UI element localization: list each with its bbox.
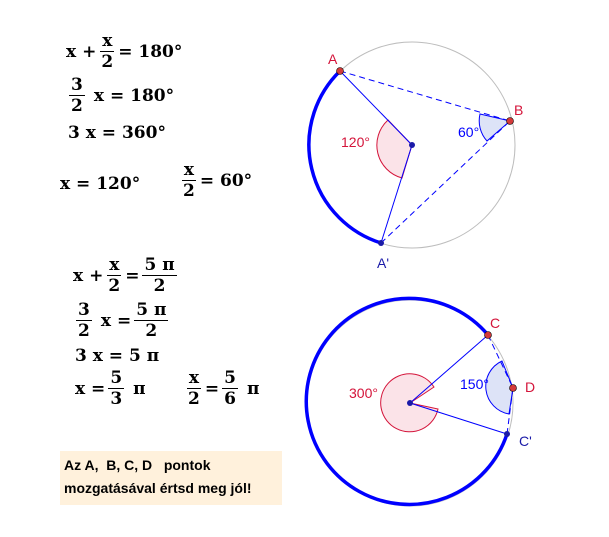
label-central-angle-2: 300° bbox=[349, 385, 378, 401]
equation-top-4a: x = 120° bbox=[60, 174, 141, 194]
label-inscribed-angle-1: 60° bbox=[458, 124, 479, 140]
label-c: C bbox=[490, 315, 500, 331]
label-d: D bbox=[525, 379, 535, 395]
inscribed-angle-60-marker bbox=[478, 113, 512, 142]
label-b: B bbox=[514, 102, 523, 118]
equation-top-3: 3 x = 360° bbox=[68, 123, 166, 143]
circle-2-group: C D C' 300° 150° bbox=[304, 296, 535, 507]
chord-cprime-d bbox=[506, 387, 514, 435]
equation-bottom-3: 3 x = 5 π bbox=[75, 346, 160, 366]
radius-oc bbox=[409, 334, 489, 404]
note-line-2: mozgatásával értsd meg jól! bbox=[64, 480, 252, 496]
label-cprime: C' bbox=[519, 433, 532, 449]
note-line-1: Az A, B, C, D pontok bbox=[64, 457, 211, 473]
point-d[interactable] bbox=[509, 384, 517, 392]
center-point-1 bbox=[409, 142, 415, 148]
center-point-2 bbox=[407, 400, 413, 406]
arc-a-aprime bbox=[307, 69, 382, 245]
radius-ocprime bbox=[409, 402, 508, 435]
point-a[interactable] bbox=[336, 67, 344, 75]
chord-ab bbox=[339, 70, 511, 122]
inscribed-angle-150-marker bbox=[485, 360, 514, 415]
central-angle-120-marker bbox=[376, 119, 413, 179]
instruction-note: Az A, B, C, D pontok mozgatásával értsd … bbox=[60, 451, 282, 505]
point-cprime bbox=[504, 431, 510, 437]
label-aprime: A' bbox=[377, 255, 389, 271]
radius-oa bbox=[339, 70, 413, 146]
label-a: A bbox=[328, 51, 338, 67]
arc-c-cprime bbox=[304, 296, 509, 507]
label-inscribed-angle-2: 150° bbox=[460, 376, 489, 392]
label-central-angle-1: 120° bbox=[341, 134, 370, 150]
point-c[interactable] bbox=[484, 331, 492, 339]
point-aprime bbox=[378, 240, 384, 246]
circle-1-group: A B A' 120° 60° bbox=[307, 41, 523, 271]
point-b[interactable] bbox=[506, 117, 514, 125]
radius-oaprime bbox=[380, 144, 413, 244]
